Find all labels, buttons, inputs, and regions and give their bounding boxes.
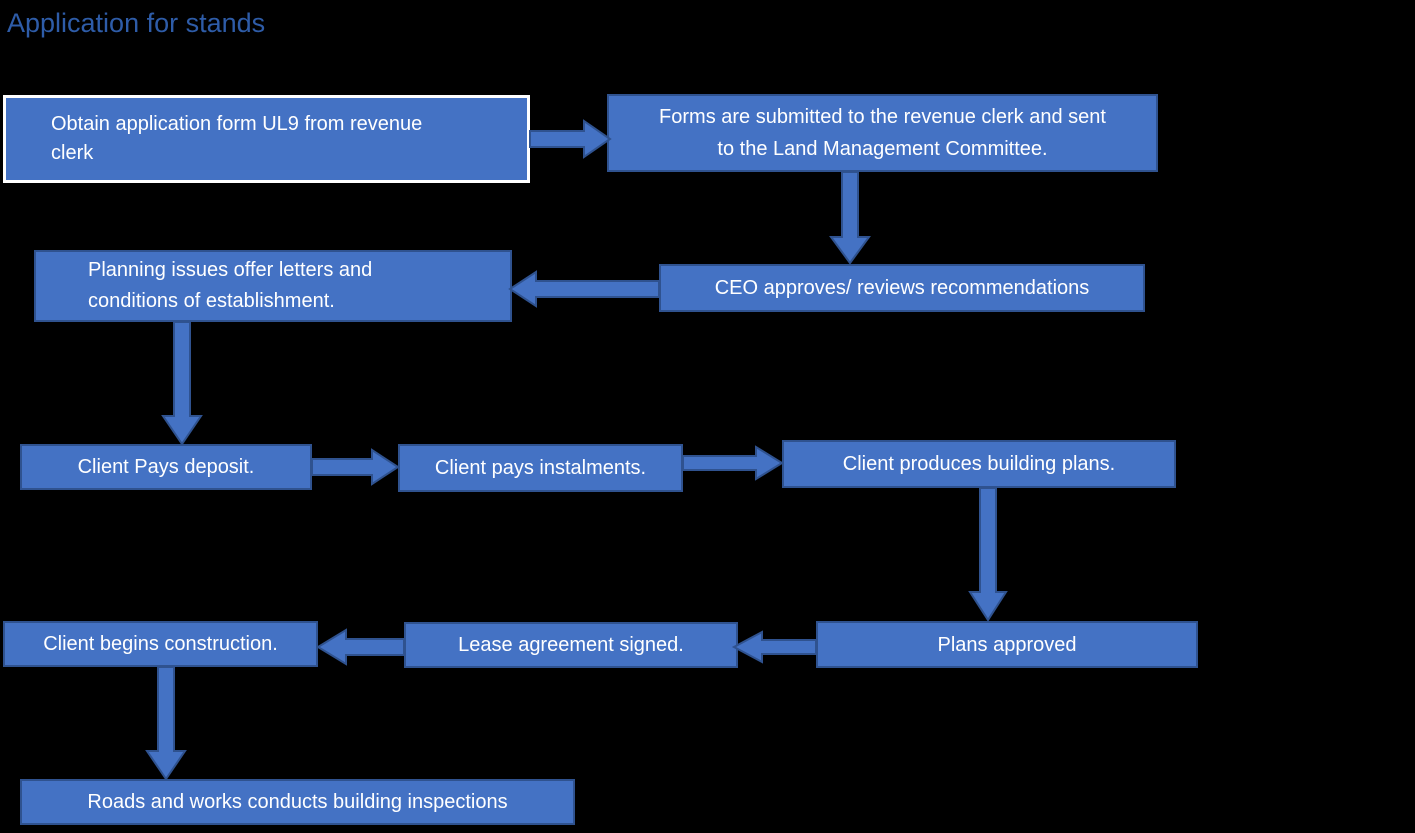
node-label: Planning issues offer letters and (88, 259, 373, 281)
arrow-right-instalments-to-plans-icon (682, 445, 784, 481)
arrow-down-forms-to-ceo-icon (829, 171, 871, 265)
node-label: clerk (51, 142, 94, 164)
arrow-right-deposit-to-instalments-icon (311, 448, 400, 486)
node-client-pays-deposit: Client Pays deposit. (20, 444, 312, 490)
node-ceo-approves: CEO approves/ reviews recommendations (659, 264, 1145, 312)
node-roads-inspections: Roads and works conducts building inspec… (20, 779, 575, 825)
node-label: conditions of establishment. (88, 290, 335, 312)
node-obtain-form: Obtain application form UL9 from revenue… (3, 95, 530, 183)
node-forms-submitted: Forms are submitted to the revenue clerk… (607, 94, 1158, 172)
arrow-left-ceo-to-planning-icon (508, 270, 660, 308)
node-lease-signed: Lease agreement signed. (404, 622, 738, 668)
arrow-down-planning-to-deposit-icon (161, 321, 203, 446)
arrow-left-approved-to-lease-icon (731, 630, 817, 664)
node-label: to the Land Management Committee. (717, 138, 1048, 160)
diagram-title: Application for stands (7, 8, 266, 38)
arrow-left-lease-to-construction-icon (316, 628, 405, 666)
node-label: Obtain application form UL9 from revenue (51, 113, 423, 135)
node-client-pays-instalments: Client pays instalments. (398, 444, 683, 492)
node-client-produces-plans: Client produces building plans. (782, 440, 1176, 488)
node-client-begins-construction: Client begins construction. (3, 621, 318, 667)
arrow-right-obtain-to-forms-icon (529, 119, 612, 159)
node-plans-approved: Plans approved (816, 621, 1198, 668)
arrow-down-plans-to-approved-icon (968, 487, 1008, 622)
arrow-down-construction-to-roads-icon (145, 666, 187, 781)
node-planning-issues: Planning issues offer letters and condit… (34, 250, 512, 322)
node-label: Forms are submitted to the revenue clerk… (659, 106, 1106, 128)
